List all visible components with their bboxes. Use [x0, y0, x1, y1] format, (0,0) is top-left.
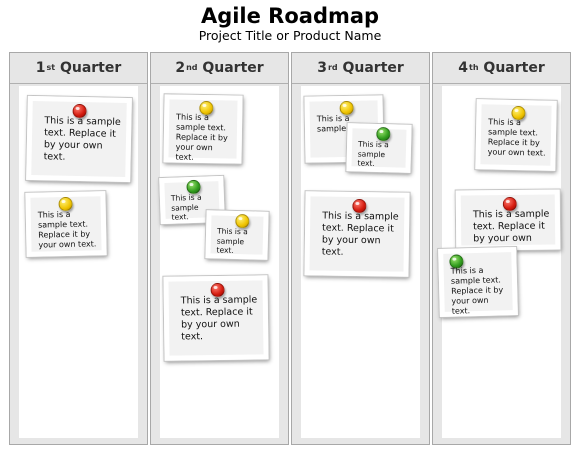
- note-text: This is a sample text. Replace it by you…: [37, 209, 97, 250]
- quarter-suffix: st: [46, 62, 56, 72]
- quarter-suffix: nd: [186, 62, 198, 72]
- sticky-note[interactable]: This is a sample text.: [205, 210, 269, 260]
- quarter-label: Quarter: [59, 60, 122, 76]
- sticky-note[interactable]: This is a sample text. Replace it by you…: [163, 275, 269, 361]
- sticky-note[interactable]: This is a sample text. Replace it by you…: [475, 99, 557, 171]
- note-text: This is a sample text. Replace it by you…: [180, 294, 258, 343]
- note-text: This is a sample text. Replace it by you…: [175, 112, 228, 162]
- sticky-note[interactable]: This is a sample text. Replace it by you…: [438, 246, 518, 318]
- sticky-note[interactable]: This is a sample text.: [346, 123, 412, 173]
- page-title: Agile Roadmap: [200, 4, 380, 28]
- sticky-note[interactable]: This is a sample text. Replace it by you…: [455, 189, 561, 251]
- quarter-ordinal: 3: [317, 60, 327, 76]
- sticky-note[interactable]: This is a sample text. Replace it by you…: [26, 95, 132, 183]
- note-text: This is a sample text. Replace it by you…: [472, 208, 550, 245]
- quarter-body-1: This is a sample text. Replace it by you…: [19, 86, 138, 438]
- note-text: This is a sample text. Replace it by you…: [450, 265, 504, 316]
- quarter-label: Quarter: [202, 60, 264, 76]
- page-subtitle: Project Title or Product Name: [198, 28, 382, 43]
- note-text: This is a sample text.: [216, 226, 248, 255]
- sticky-note[interactable]: This is a sample text. Replace it by you…: [163, 94, 243, 164]
- quarter-ordinal: 2: [175, 60, 186, 76]
- quarter-body-4: This is a sample text. Replace it by you…: [438, 86, 561, 438]
- note-text: This is a sample text. Replace it by you…: [487, 117, 546, 158]
- note-text: This is a sample text.: [357, 139, 389, 168]
- quarter-suffix: th: [469, 62, 479, 72]
- quarter-body-2: This is a sample text. Replace it by you…: [159, 86, 279, 438]
- quarter-suffix: rd: [327, 62, 338, 72]
- note-text: This is a sample text. Replace it by you…: [321, 210, 399, 258]
- quarter-ordinal: 4: [458, 60, 469, 76]
- sticky-note[interactable]: This is a sample text. Replace it by you…: [304, 191, 410, 277]
- quarter-label: Quarter: [342, 60, 404, 76]
- note-text: This is a sample text. Replace it by you…: [43, 115, 121, 163]
- quarter-ordinal: 1: [35, 60, 46, 76]
- quarter-label: Quarter: [483, 60, 545, 76]
- sticky-note[interactable]: This is a sample text. Replace it by you…: [25, 191, 107, 257]
- quarter-body-3: This is a sample text. This is a sample …: [301, 86, 420, 438]
